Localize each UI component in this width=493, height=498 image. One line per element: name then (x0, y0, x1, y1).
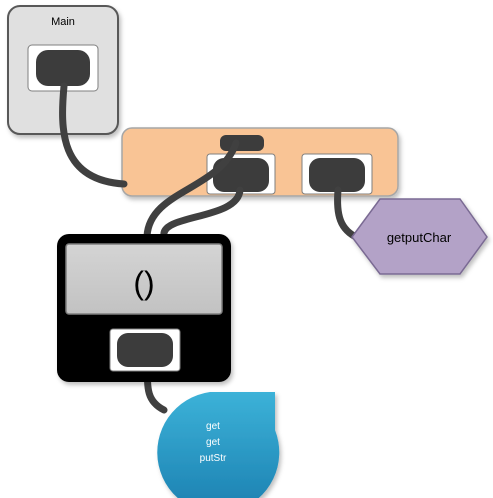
unit-node[interactable]: () (57, 234, 231, 382)
main-node-output-socket[interactable] (36, 50, 90, 86)
wire-main-to-connector (59, 82, 128, 188)
connector-right-socket[interactable] (309, 158, 365, 192)
wire-connector-to-getputchar (334, 186, 362, 242)
wire-connector-to-unit-b (160, 186, 244, 240)
sequence-line-3: putStr (200, 453, 227, 464)
sequence-node[interactable]: get get putStr (157, 392, 280, 498)
unit-node-body (65, 243, 223, 315)
unit-node-output-socket[interactable] (117, 333, 173, 367)
unit-node-label: () (133, 265, 154, 301)
connector-left-socket[interactable] (213, 158, 269, 192)
getputchar-node[interactable]: getputChar (351, 198, 488, 275)
connector-input-plug[interactable] (220, 135, 264, 151)
wires (59, 82, 362, 414)
wire-connector-to-unit-a (143, 139, 240, 240)
sequence-line-1: get (206, 421, 220, 432)
getputchar-label: getputChar (387, 230, 452, 245)
connector-node[interactable] (121, 127, 399, 197)
main-node-label: Main (51, 16, 75, 28)
sequence-line-2: get (206, 437, 220, 448)
main-node[interactable]: Main (7, 5, 119, 135)
